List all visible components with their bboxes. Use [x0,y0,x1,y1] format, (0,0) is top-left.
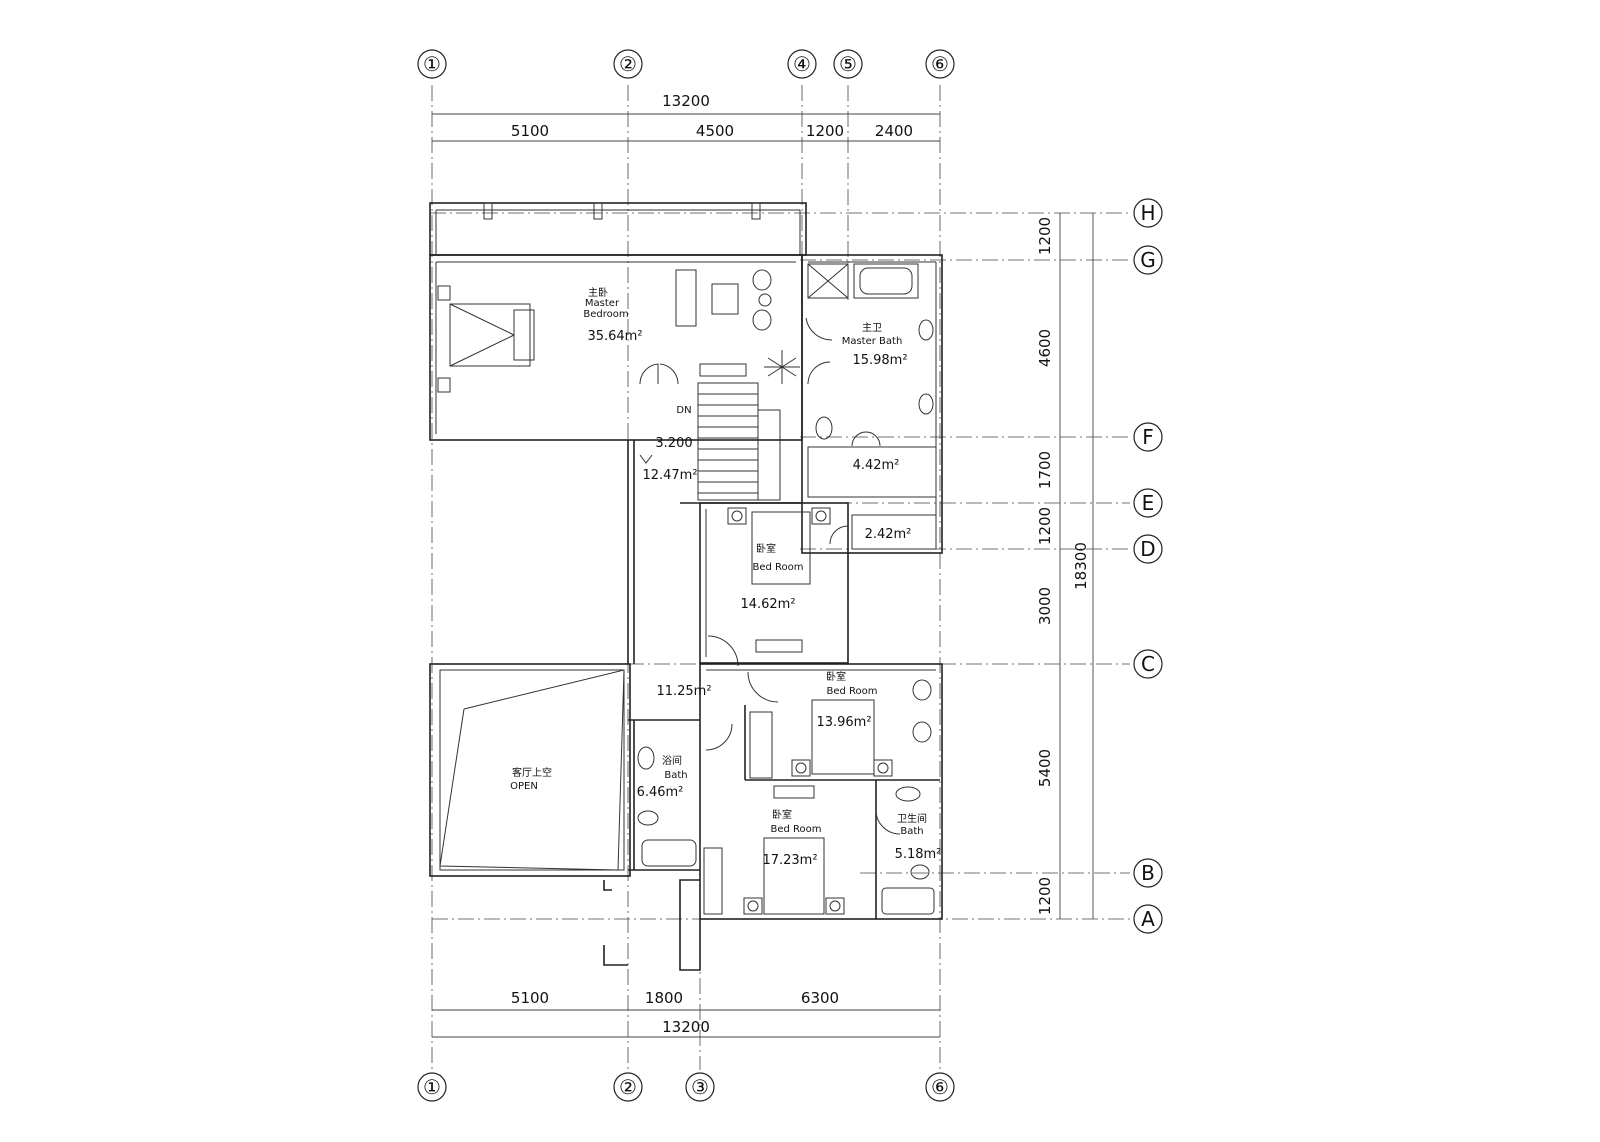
dimension-right-2: 4600 [1036,329,1054,367]
column-axis-bubbles-top: ① ② ④ ⑤ ⑥ [417,49,955,79]
room-label-en: Bath [900,826,923,837]
room-label-cn: 浴间 [662,754,682,767]
room-area: 12.47m² [642,468,697,483]
room-area: 15.98m² [852,353,907,368]
dimension-right-7: 1200 [1036,877,1054,915]
axis-label: ⑥ [931,52,949,76]
sink-icon [918,393,934,415]
plant-icon [764,350,800,384]
axis-label: C [1141,652,1155,676]
bed-icon [811,699,875,775]
room-area: 13.96m² [816,715,871,730]
dimension-right-1: 1200 [1036,217,1054,255]
stair [639,382,781,501]
axis-label: ④ [793,52,811,76]
room-label-cn: 主卧 [588,286,608,299]
room-label-cn: 卧室 [772,808,792,821]
room-area: 17.23m² [762,853,817,868]
bed-icon [751,511,811,585]
column-axis-bubbles-bottom: ① ② ③ ⑥ [417,1072,955,1102]
room-label-cn: 卧室 [756,542,776,555]
right-dimensions: 1200 4600 1700 1200 3000 5400 1200 18300 [1036,213,1094,919]
sink-icon [895,786,921,802]
sink-icon [918,319,934,341]
bathtub-icon [641,839,697,867]
bathtub-icon [881,887,935,915]
shower-icon [807,263,849,299]
room-area: 11.25m² [656,684,711,699]
dimension-right-4: 1200 [1036,507,1054,545]
top-dimensions: 13200 5100 4500 1200 2400 [432,92,940,142]
dimension-right-5: 3000 [1036,587,1054,625]
level-mark: 3.200 [655,436,692,451]
axis-label: G [1140,248,1156,272]
axis-label: F [1142,425,1154,449]
toilet-icon [637,810,659,826]
axis-label: B [1141,861,1155,885]
axis-label: H [1140,201,1155,225]
dimension-bottom-1: 5100 [511,989,549,1007]
room-area: 2.42m² [865,527,912,542]
doors [639,317,901,835]
room-label-en: Bath [664,770,687,781]
toilet-icon [910,864,930,880]
room-area: 4.42m² [853,458,900,473]
dimension-top-3: 1200 [806,122,844,140]
room-label-en: Master [585,298,620,309]
dimension-top-2: 4500 [696,122,734,140]
room-area: 14.62m² [740,597,795,612]
dimension-top-total: 13200 [662,92,710,110]
axis-label: ⑥ [931,1075,949,1099]
room-labels: 主卧 Master Bedroom 35.64m² 主卫 Master Bath… [510,286,941,868]
room-area: 6.46m² [637,785,684,800]
axis-label: ② [619,52,637,76]
axis-label: ① [423,52,441,76]
bed-icon [763,837,825,915]
stair-direction: DN [676,405,691,416]
room-label-en: Bedroom [583,309,628,320]
axis-label: E [1142,491,1155,515]
room-label-cn: 卧室 [826,670,846,683]
dimension-right-total: 18300 [1072,542,1090,590]
axis-label: A [1141,907,1155,931]
dimension-bottom-2: 1800 [645,989,683,1007]
axis-label: ③ [691,1075,709,1099]
room-area: 5.18m² [895,847,942,862]
room-label-cn: 卫生间 [897,812,927,825]
dimension-bottom-3: 6300 [801,989,839,1007]
bathtub-icon [853,263,919,299]
bed-icon [449,303,531,367]
row-axis-bubbles: H G F E D C B A [1133,198,1163,934]
room-label-en: Bed Room [752,562,803,573]
dimension-top-4: 2400 [875,122,913,140]
room-label-cn: 主卫 [862,322,882,334]
sofa-icon [675,269,697,327]
axis-label: D [1140,537,1155,561]
room-label-en: Master Bath [842,336,903,347]
axis-label: ② [619,1075,637,1099]
room-label-en: Bed Room [770,824,821,835]
room-label-cn: 客厅上空 [512,766,552,779]
furniture [437,263,935,915]
toilet-icon [815,416,833,440]
room-label-en: Bed Room [826,686,877,697]
sink-icon [637,746,655,770]
walls [429,202,943,971]
dimension-bottom-total: 13200 [662,1018,710,1036]
axis-label: ⑤ [839,52,857,76]
dimension-right-3: 1700 [1036,451,1054,489]
bottom-dimensions: 5100 1800 6300 13200 [432,989,940,1038]
dimension-right-6: 5400 [1036,749,1054,787]
room-label-en: OPEN [510,781,538,792]
vertical-grid-lines [431,85,941,1070]
axis-label: ① [423,1075,441,1099]
dimension-top-1: 5100 [511,122,549,140]
room-area: 35.64m² [587,329,642,344]
